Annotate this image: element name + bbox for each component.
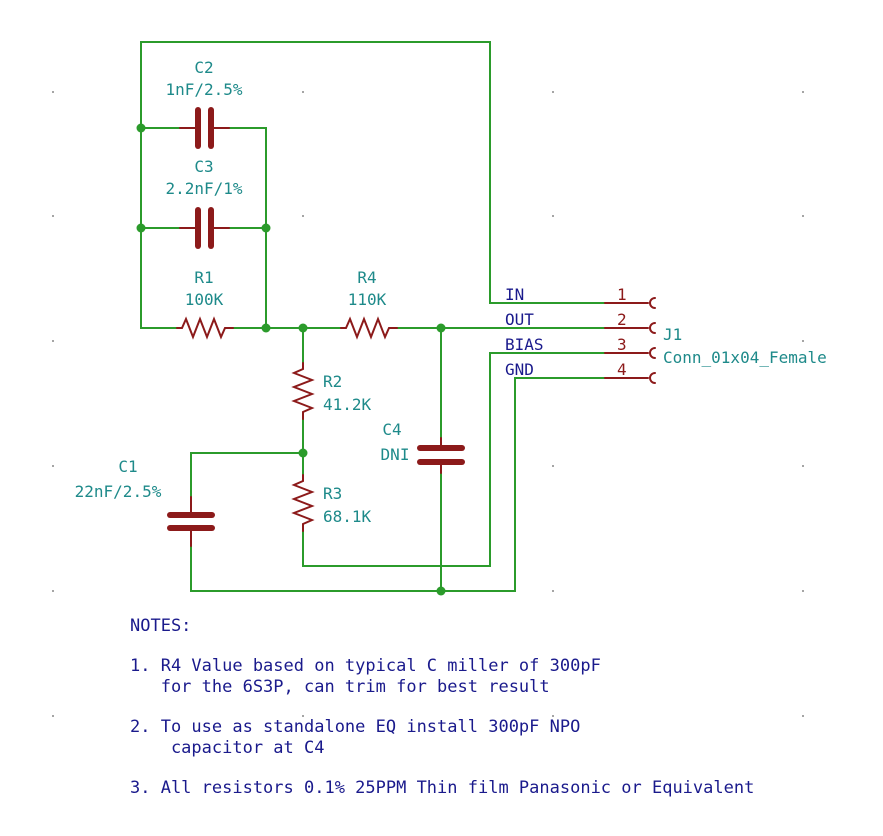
pin-number-1: 1 bbox=[617, 285, 627, 304]
r2-value: 41.2K bbox=[323, 395, 372, 414]
note-3-line-1: 3. All resistors 0.1% 25PPM Thin film Pa… bbox=[130, 778, 754, 798]
c1-value: 22nF/2.5% bbox=[75, 482, 162, 501]
grid-dots bbox=[52, 91, 804, 717]
resistor-r1-symbol[interactable] bbox=[176, 316, 234, 340]
r1-value: 100K bbox=[185, 290, 224, 309]
capacitor-c3-symbol[interactable] bbox=[179, 207, 230, 249]
net-label-gnd: GND bbox=[505, 360, 534, 379]
c1-reference: C1 bbox=[118, 457, 137, 476]
resistor-r2-symbol[interactable] bbox=[291, 362, 315, 420]
c4-value: DNI bbox=[381, 445, 410, 464]
connector-j1-symbol[interactable] bbox=[604, 297, 656, 384]
note-1-line-1: 1. R4 Value based on typical C miller of… bbox=[130, 656, 601, 676]
note-1-line-2: for the 6S3P, can trim for best result bbox=[130, 677, 550, 697]
r2-reference: R2 bbox=[323, 372, 342, 391]
j1-value: Conn_01x04_Female bbox=[663, 348, 827, 367]
resistor-r4-symbol[interactable] bbox=[340, 316, 398, 340]
c3-reference: C3 bbox=[194, 157, 213, 176]
pin-number-4: 4 bbox=[617, 360, 627, 379]
capacitor-c2-symbol[interactable] bbox=[179, 107, 230, 149]
net-label-out: OUT bbox=[505, 310, 534, 329]
r3-reference: R3 bbox=[323, 484, 342, 503]
resistor-r3-symbol[interactable] bbox=[291, 474, 315, 532]
notes-heading: NOTES: bbox=[130, 616, 191, 636]
j1-reference: J1 bbox=[663, 325, 682, 344]
note-2-line-2: capacitor at C4 bbox=[130, 738, 324, 758]
capacitor-c1-symbol[interactable] bbox=[167, 496, 215, 547]
note-2-line-1: 2. To use as standalone EQ install 300pF… bbox=[130, 717, 580, 737]
c4-reference: C4 bbox=[382, 420, 401, 439]
c3-value: 2.2nF/1% bbox=[165, 179, 242, 198]
capacitor-c4-symbol[interactable] bbox=[417, 437, 465, 474]
r1-reference: R1 bbox=[194, 268, 213, 287]
pin-number-2: 2 bbox=[617, 310, 627, 329]
c2-reference: C2 bbox=[194, 58, 213, 77]
r3-value: 68.1K bbox=[323, 507, 372, 526]
r4-reference: R4 bbox=[357, 268, 376, 287]
net-label-in: IN bbox=[505, 285, 524, 304]
pin-number-3: 3 bbox=[617, 335, 627, 354]
wires bbox=[140, 41, 618, 592]
c2-value: 1nF/2.5% bbox=[165, 80, 242, 99]
r4-value: 110K bbox=[348, 290, 387, 309]
junctions bbox=[136, 123, 446, 596]
net-label-bias: BIAS bbox=[505, 335, 544, 354]
